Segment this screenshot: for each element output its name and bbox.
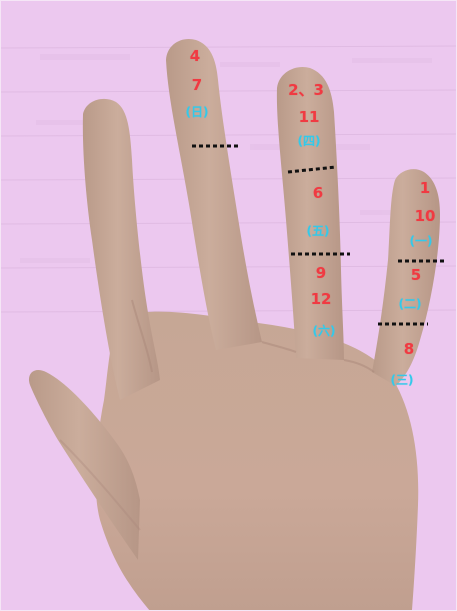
ring-finger-bracket-label-1: (四) [298, 135, 321, 147]
middle-finger-label-top: 4 [190, 49, 200, 64]
ring-finger-bracket-label-3: (六) [313, 325, 336, 337]
pinky-finger-bracket-label-1: (一) [410, 235, 433, 247]
pinky-finger-label-top1: 1 [420, 181, 430, 196]
ring-finger-bracket-label-2: (五) [307, 225, 330, 237]
middle-finger-label-mid: 7 [192, 78, 202, 93]
pinky-finger-bracket-label-2: (二) [399, 298, 422, 310]
ring-finger-label-low2: 12 [311, 292, 332, 307]
pinky-finger-label-mid: 5 [411, 268, 421, 283]
ring-finger-label-low1: 9 [316, 266, 326, 281]
pinky-finger-label-top2: 10 [415, 209, 436, 224]
ring-finger-label-mid: 11 [299, 110, 320, 125]
middle-finger [166, 39, 262, 350]
pinky-finger-label-low: 8 [404, 342, 414, 357]
ring-finger-label-mid2: 6 [313, 186, 323, 201]
ring-finger-label-top: 2、3 [288, 83, 324, 98]
pinky-finger-bracket-label-3: (三) [391, 374, 414, 386]
middle-finger-bracket-label: (日) [186, 106, 209, 118]
